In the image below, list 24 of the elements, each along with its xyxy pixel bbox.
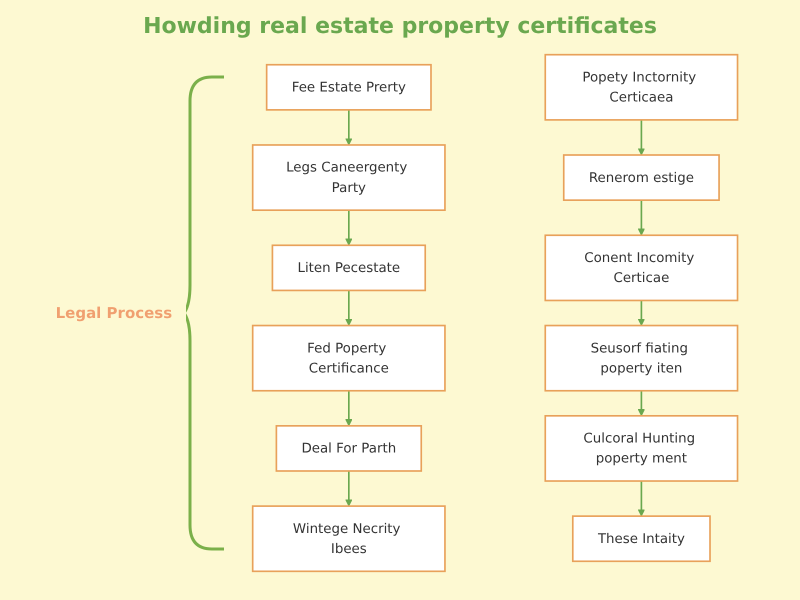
node-box: Wintege Necrity Ibees — [252, 505, 446, 572]
arrow — [345, 390, 353, 426]
node-box: Deal For Parth — [276, 425, 422, 472]
node-box: Liten Pecestate — [272, 244, 426, 292]
arrow — [345, 210, 353, 246]
node-box: Seusorf fiating poperty iten — [544, 324, 739, 392]
node-box: These Intaity — [572, 515, 712, 562]
arrow — [345, 471, 353, 506]
arrow — [638, 390, 646, 416]
node-box: Culcoral Hunting poperty ment — [544, 414, 739, 482]
node-box: Popety Inctornity Certicaea — [544, 54, 739, 121]
arrow — [638, 300, 646, 326]
node-box: Conent Incomity Certicae — [544, 234, 739, 302]
arrow — [345, 290, 353, 326]
node-box: Legs Caneergenty Party — [252, 144, 446, 212]
group-label: Legal Process — [56, 304, 172, 322]
node-box: Fee Estate Prerty — [266, 64, 432, 111]
node-box: Fed Poperty Certificance — [252, 324, 446, 392]
arrow — [638, 481, 646, 516]
arrow — [638, 120, 646, 156]
node-box: Renerom estige — [563, 154, 720, 201]
arrow — [638, 200, 646, 236]
diagram-title: Howding real estate property certificates — [142, 14, 658, 39]
arrow — [345, 110, 353, 146]
